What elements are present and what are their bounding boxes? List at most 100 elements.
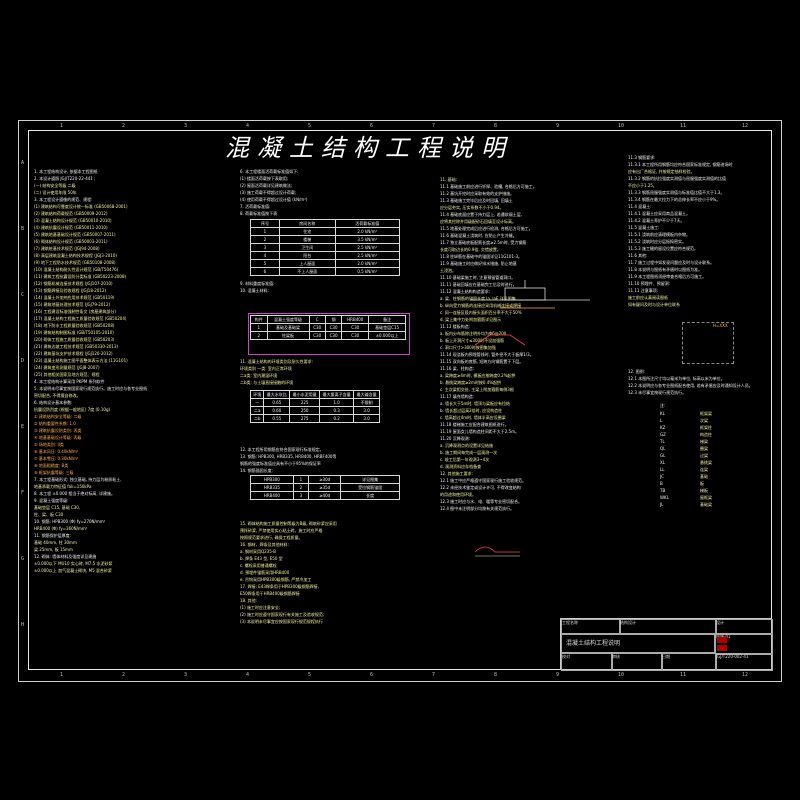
note-line: 11.2 基坑开挖时应采取有效的支护措施。 bbox=[440, 191, 515, 196]
note-line: 12.1 施工中应严格遵守国家现行施工验收规范。 bbox=[440, 478, 527, 483]
notes-column-2-top: 6. 本工程楼面活荷载标准值如下: (1) 楼面活荷载按下表取用; (2) 屋面… bbox=[240, 168, 308, 217]
note-line: (24) 建筑变形测量规范 (JGJ8-2007) bbox=[34, 365, 100, 370]
note-line: 的用途和使用环境。 bbox=[440, 492, 476, 497]
table-cell: HRB335 bbox=[250, 483, 294, 492]
tb-approve: 审核 bbox=[612, 654, 620, 659]
table-cell: C30 bbox=[341, 331, 370, 340]
table-header-cell: 最小水泥用量 bbox=[289, 390, 321, 399]
table-cell: 阳台 bbox=[278, 251, 336, 260]
note-line: 11.12 混凝土结构构造要求: bbox=[440, 289, 491, 294]
tb-red-stamp bbox=[717, 637, 727, 643]
table-cell: 2.0 kN/m² bbox=[334, 259, 400, 268]
note-line: 施工前应认真阅读图纸 bbox=[628, 295, 668, 300]
legend-meaning: 过梁 bbox=[700, 453, 708, 458]
note-line: d. 梁上集中力处附加箍筋详见图示 bbox=[440, 317, 502, 322]
note-line: HRB400 (Φ) fy=360N/mm² bbox=[34, 526, 88, 531]
ruler-mark: F bbox=[21, 490, 25, 496]
table-cell: 3.0 bbox=[353, 406, 380, 415]
tb-drawing-no: 结施-01 bbox=[716, 634, 731, 639]
note-line: b. 悬挑梁跨度≥2m时按0.4%起拱 bbox=[440, 380, 502, 385]
note-line: (2) 施工时应遵守国家现行有关施工及验收规范; bbox=[240, 612, 325, 617]
table-cell: 卫生间 bbox=[278, 243, 336, 252]
legend-meaning: 基础梁 bbox=[700, 502, 712, 507]
note-line: 12. 砌体: 墙体材料及强度详见建施 bbox=[34, 554, 97, 559]
note-line: 9. 混凝土强度等级: bbox=[34, 498, 69, 503]
hook-detail-sketch bbox=[474, 546, 520, 557]
legend-code: B bbox=[660, 481, 663, 486]
ruler-mark: 6 bbox=[370, 123, 374, 129]
table-cell: 225 bbox=[289, 398, 321, 407]
table-cell: C30 bbox=[308, 323, 326, 332]
table-cell: 2 bbox=[292, 483, 310, 492]
note-line: (8) 高层建筑混凝土结构技术规程 (JGJ3-2010) bbox=[34, 253, 117, 258]
note-line: 11.17 填充墙构造: bbox=[440, 394, 475, 399]
table-cell: ≥35d bbox=[308, 483, 342, 492]
ruler-mark: 4 bbox=[246, 672, 250, 678]
note-line: 二a类: 室内潮湿环境 bbox=[240, 373, 278, 378]
table-cell: C30 bbox=[324, 323, 343, 332]
legend-code: JL bbox=[660, 502, 664, 507]
legend-meaning: 连梁 bbox=[700, 467, 708, 472]
ruler-mark: 8 bbox=[494, 672, 498, 678]
table-cell: 2 bbox=[250, 331, 268, 340]
note-line: (2) 屋面活荷载详见建筑做法; bbox=[240, 183, 293, 188]
note-line: ② 结构重要性系数: 1.0 bbox=[34, 421, 76, 426]
note-line: 11.8 本说明与图纸有矛盾时以图纸为准。 bbox=[628, 267, 703, 272]
note-line: a. 沉降观测点的设置详见结施 bbox=[440, 443, 493, 448]
note-line: a. 墙长大于5m时, 墙顶与梁板应有拉结 bbox=[440, 401, 510, 406]
legend-code: KL bbox=[660, 411, 665, 416]
note-line: 11.6 其他: bbox=[628, 253, 648, 258]
table-cell: C30 bbox=[308, 331, 326, 340]
note-line: b. 纵向受力钢筋的连接应采用机械连接或焊接 bbox=[440, 303, 522, 308]
note-line: (21) 建筑边坡工程技术规范 (GB50330-2013) bbox=[34, 344, 119, 349]
note-line: 预拌砂浆, 严禁使用实心粘土砖。施工时应严格 bbox=[240, 528, 323, 533]
tb-drawing-name: 混凝土结构工程说明 bbox=[566, 640, 621, 647]
note-line: d. 预埋件锚筋采用HRB400 bbox=[240, 570, 290, 575]
legend-code: GZ bbox=[660, 432, 666, 437]
drawing-inner-border bbox=[28, 130, 772, 670]
title-block: 工程名称 结构设计 设计 混凝土结构工程说明 结施-01 校对 审核 日期 JG… bbox=[560, 618, 773, 671]
note-line: 17. 焊接: E43焊条用于HPB300级钢筋焊接, bbox=[240, 584, 319, 589]
note-line: 11.10 预埋件、预留洞: bbox=[628, 281, 671, 286]
legend-meaning: 悬挑梁 bbox=[700, 460, 712, 465]
note-line: 11. 基础: bbox=[440, 177, 457, 182]
note-line: 应分层夯实, 压实系数不小于0.94。 bbox=[440, 205, 504, 210]
table-cell: 0.2 bbox=[319, 414, 355, 423]
table-cell: C30 bbox=[341, 323, 370, 332]
table-cell: HPB300 bbox=[250, 475, 294, 484]
ruler-mark: A bbox=[21, 160, 25, 166]
note-line: 11.3.1 本工程所用钢筋均应符合国家标准规定, 钢筋进场时 bbox=[628, 162, 733, 167]
note-line: (15) 建筑地基处理技术规范 (JGJ79-2012) bbox=[34, 302, 111, 307]
note-line: (17) 混凝土结构工程施工质量验收规范 (GB50204) bbox=[34, 316, 127, 321]
legend-meaning: 基础 bbox=[700, 474, 708, 479]
note-line: ⑥ 基本风压: 0.40kN/m² bbox=[34, 449, 79, 454]
ruler-mark: C bbox=[21, 292, 25, 298]
ruler-mark: 3 bbox=[184, 672, 188, 678]
legend-meaning: 次梁 bbox=[700, 418, 708, 423]
ruler-mark: 1 bbox=[60, 123, 64, 129]
table-cell: 2.5 kN/m² bbox=[334, 251, 400, 260]
table-cell: 2.0 kN/m² bbox=[334, 227, 400, 236]
note-line: a. 梁跨度≥4m时, 模板应按跨度0.2%起拱 bbox=[440, 373, 516, 378]
note-line: 10. 钢筋: HPB300 (Φ) fy=270N/mm² bbox=[34, 519, 106, 524]
note-line: 按照规范要求进行, 确保工程质量。 bbox=[240, 535, 303, 540]
note-line: (13) 钢筋焊接及验收规程 (JGJ18-2012) bbox=[34, 288, 107, 293]
table-cell: 住宅 bbox=[278, 227, 336, 236]
detail-label: H=XXX bbox=[713, 323, 728, 328]
table-cell: 250 bbox=[289, 406, 321, 415]
note-line: 基础垫层 C15, 基础 C30, bbox=[34, 505, 81, 510]
ruler-mark: 5 bbox=[308, 123, 312, 129]
note-line: 11.8 柱纵筋在基础中的锚固详见11G101-3。 bbox=[440, 254, 522, 259]
